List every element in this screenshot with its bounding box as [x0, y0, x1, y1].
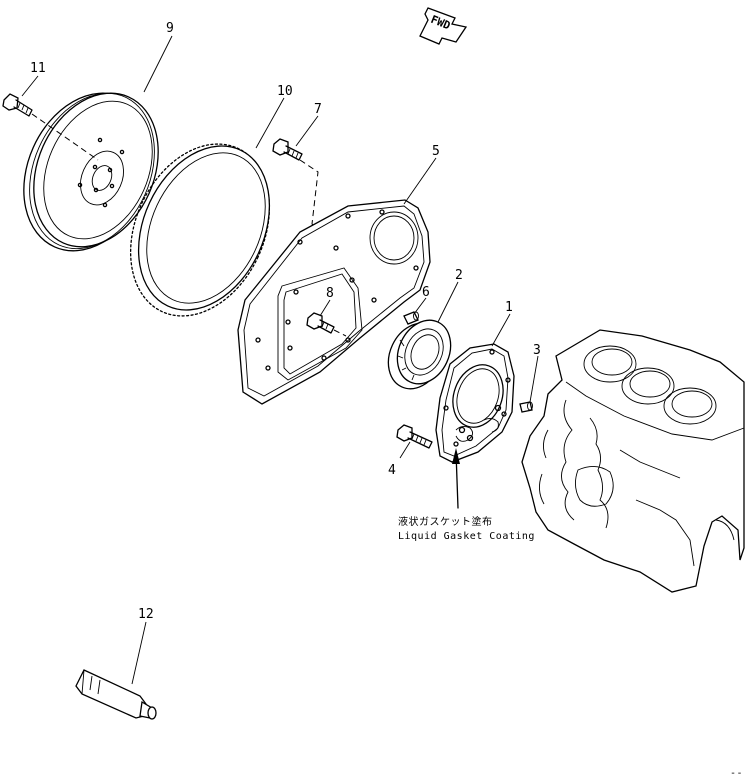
gasket-note-english: Liquid Gasket Coating: [398, 531, 535, 542]
bolt-11-guide: [31, 113, 99, 161]
part-number-1: 1: [505, 300, 513, 315]
gasket-note-japanese: 液状ガスケット塗布: [398, 515, 493, 528]
part-number-9: 9: [166, 21, 174, 36]
plate-inner-bolt: [306, 312, 335, 334]
part-number-3: 3: [533, 343, 541, 358]
flywheel: [23, 92, 159, 252]
engine-block: [521, 329, 745, 593]
part-number-6: 6: [422, 285, 430, 300]
part-number-5: 5: [432, 144, 440, 159]
corner-mark: --: [730, 768, 743, 779]
part-number-11: 11: [30, 61, 46, 76]
rear-plate: [237, 199, 431, 405]
oil-seal: [387, 319, 452, 390]
gasket-pointer-arrow: [452, 448, 460, 509]
housing-bolt: [396, 424, 433, 449]
part-number-2: 2: [455, 268, 463, 283]
dowel-pin-3: [519, 401, 533, 413]
plate-bolt: [272, 138, 303, 161]
part-number-10: 10: [277, 84, 293, 99]
ring-gear: [129, 143, 271, 317]
dowel-pin-6: [403, 311, 419, 325]
fwd-arrow-marker: FWD: [419, 7, 468, 45]
seal-housing: [435, 343, 515, 463]
part-number-8: 8: [326, 286, 334, 301]
part-number-4: 4: [388, 463, 396, 478]
part-number-7: 7: [314, 102, 322, 117]
part-number-12: 12: [138, 607, 154, 622]
leader-lines: [21, 35, 539, 685]
flywheel-bolt: [2, 93, 33, 117]
bolt-8-guide: [333, 329, 347, 337]
liquid-gasket-tube: [75, 669, 157, 720]
part-number-labels: 9 11 10 7 5 2 6 1 3 8 4 12: [30, 21, 541, 622]
